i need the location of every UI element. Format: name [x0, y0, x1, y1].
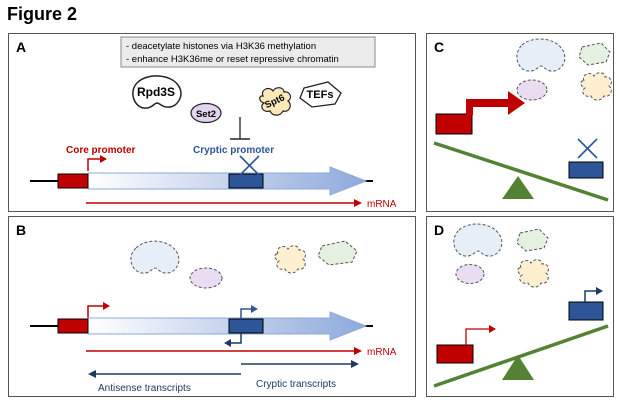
gene-arrow-b	[87, 311, 368, 341]
seesaw-beam-d	[433, 324, 609, 388]
seesaw-beam-c	[433, 141, 609, 202]
note-box	[120, 36, 376, 68]
core-arrowhead-d	[489, 325, 496, 333]
set2-faded-d	[455, 264, 485, 284]
panel-d: D	[426, 216, 614, 397]
tefs-label: TEFs	[307, 89, 334, 101]
tefs-faded-c	[578, 42, 611, 66]
spt6-faded	[274, 245, 307, 274]
mrna-label: mRNA	[367, 199, 397, 210]
core-promoter-box-b	[57, 318, 89, 334]
seesaw-fulcrum-c	[502, 176, 534, 199]
core-promoter-arrow	[87, 158, 100, 171]
tefs-faded-d	[516, 228, 549, 252]
cross-c-2	[577, 138, 598, 159]
set2-label: Set2	[196, 109, 216, 120]
core-promoter-arrowhead	[100, 155, 107, 163]
rpd3s-label: Rpd3S	[137, 85, 175, 99]
panel-d-letter: D	[434, 222, 444, 238]
note-line-2: - enhance H3K36me or reset repressive ch…	[126, 54, 339, 65]
panel-b-frame	[8, 216, 416, 397]
set2-faded	[189, 267, 223, 289]
cryptic-sense-arrow	[240, 308, 251, 319]
mrna-arrowhead-b	[354, 347, 362, 355]
rpd3s-protein	[132, 75, 182, 109]
core-promoter-arrowhead-b	[103, 302, 110, 310]
cryptic-promoter-box	[228, 173, 264, 189]
rpd3s-faded	[130, 240, 180, 274]
panel-a-letter: A	[16, 39, 26, 55]
set2-protein	[190, 102, 222, 124]
antisense-arrowhead	[224, 339, 231, 347]
rpd3s-faded-d	[453, 223, 503, 257]
antisense-label: Antisense transcripts	[98, 383, 191, 394]
tefs-protein	[299, 81, 342, 108]
spt6-faded-d	[517, 259, 550, 288]
cryptic-sense-arrowhead	[251, 305, 258, 313]
core-promoter-box	[57, 173, 89, 189]
note-line-1: - deacetylate histones via H3K36 methyla…	[126, 41, 316, 52]
cryptic-arrow-d	[584, 290, 596, 302]
cryptic-promoter-box-c	[568, 161, 604, 179]
core-promoter-label: Core promoter	[66, 145, 136, 156]
rpd3s-faded-c	[516, 38, 566, 72]
cryptic-transcript-arrowhead	[351, 360, 359, 368]
figure-title: Figure 2	[7, 4, 78, 24]
cryptic-promoter-box-d	[568, 301, 604, 321]
strong-transcription-arrow	[466, 91, 525, 115]
panel-c: C	[426, 33, 614, 212]
cryptic-promoter-box-b	[228, 318, 264, 334]
core-promoter-box-d	[436, 344, 474, 364]
core-arrow-d	[465, 328, 489, 345]
panel-b-letter: B	[16, 222, 26, 238]
mrna-label-b: mRNA	[367, 347, 397, 358]
gene-arrow	[87, 166, 368, 196]
tefs-faded	[317, 240, 358, 266]
cryptic-arrowhead-d	[596, 287, 603, 295]
set2-faded-c	[516, 79, 548, 101]
spt6-protein	[259, 87, 292, 116]
panel-c-letter: C	[434, 39, 444, 55]
antisense-arrow	[231, 333, 242, 344]
panel-a: A - deacetylate histones via H3K36 methy…	[8, 33, 416, 212]
seesaw-fulcrum-d	[502, 355, 534, 380]
core-promoter-arrow-b	[87, 305, 103, 318]
core-promoter-box-c	[435, 113, 473, 135]
cryptic-promoter-label: Cryptic promoter	[193, 145, 274, 156]
cryptic-label: Cryptic transcripts	[256, 379, 336, 390]
spt6-faded-c	[580, 72, 613, 101]
panel-b: B mRNA Antisense transcripts Cryptic tra…	[8, 216, 416, 397]
cross-mark-2	[239, 155, 260, 176]
antisense-transcript-arrowhead	[88, 370, 96, 378]
mrna-arrowhead	[354, 199, 362, 207]
